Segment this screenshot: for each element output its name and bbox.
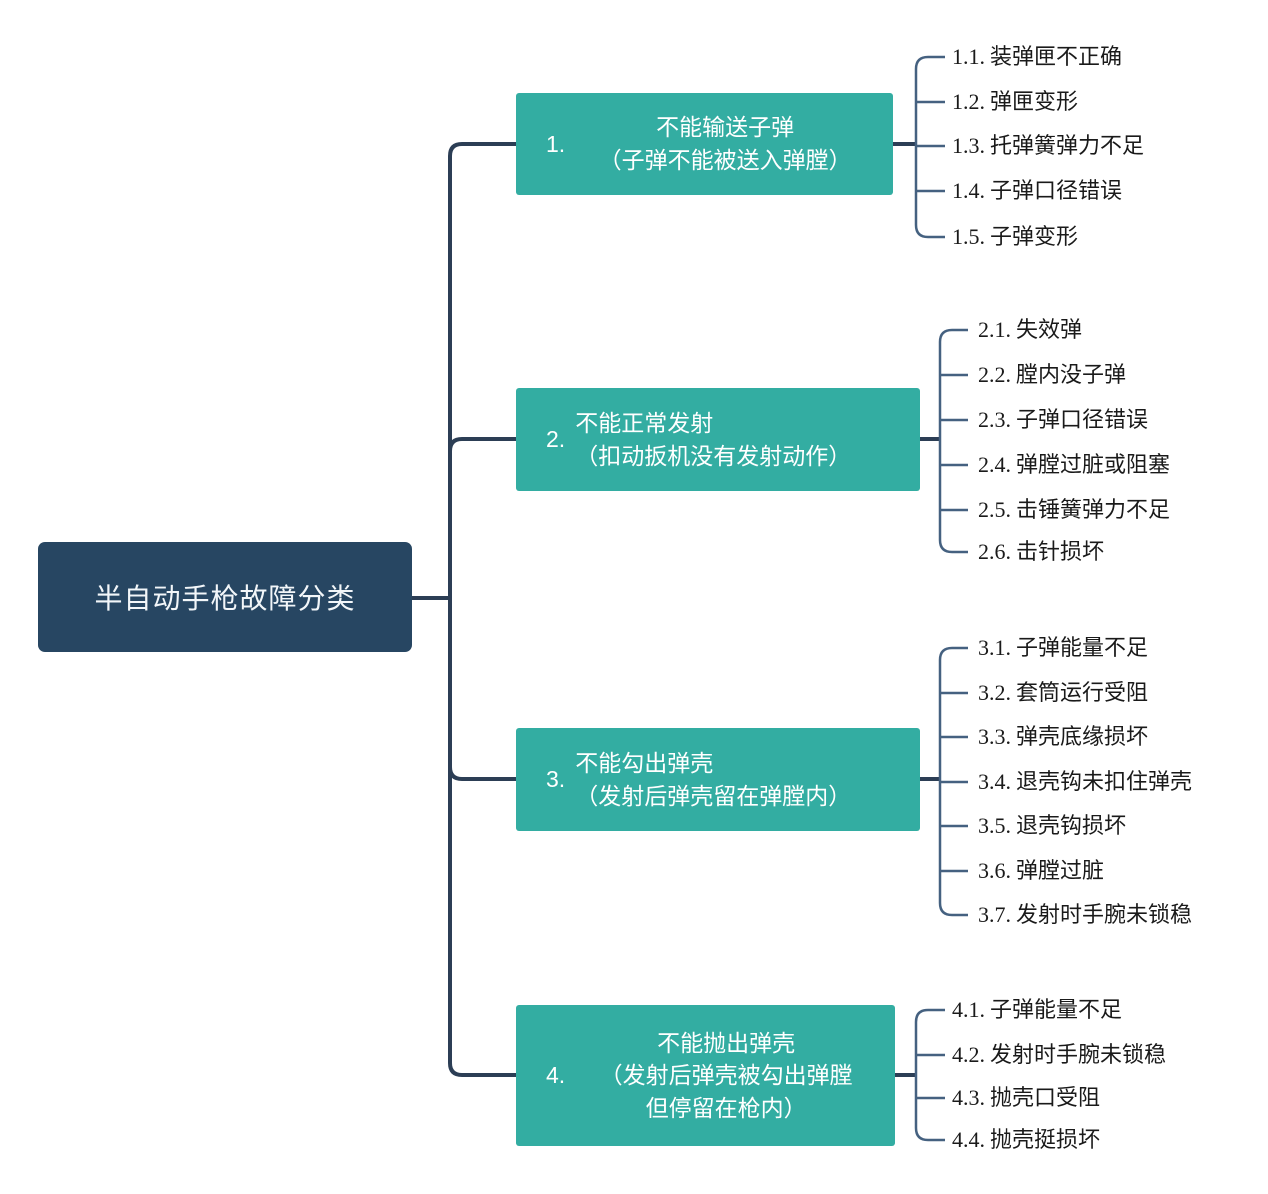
branch-3-title: 不能勾出弹壳 （发射后弹壳留在弹膛内）: [575, 749, 852, 809]
branch-1-title: 不能输送子弹 （子弹不能被送入弹膛）: [598, 114, 852, 173]
substubs-branch1: [916, 100, 945, 193]
branch-node-2[interactable]: 2. 不能正常发射 （扣动扳机没有发射动作）: [516, 388, 920, 491]
subtopic-2-4[interactable]: 2.4.弹膛过脏或阻塞: [978, 452, 1171, 477]
subtopic-2-5[interactable]: 2.5.击锤簧弹力不足: [978, 497, 1171, 522]
subtopic-2-6[interactable]: 2.6.击针损坏: [978, 539, 1105, 564]
root-node[interactable]: 半自动手枪故障分类: [38, 542, 412, 652]
substubs-branch2: [940, 373, 968, 512]
subspine-branch4: [914, 1008, 945, 1142]
subtopic-2-3[interactable]: 2.3.子弹口径错误: [978, 407, 1149, 432]
root-node-label: 半自动手枪故障分类: [94, 583, 356, 614]
subtopic-1-4[interactable]: 1.4.子弹口径错误: [952, 178, 1123, 203]
subtopic-4-3[interactable]: 4.3.抛壳口受阻: [952, 1085, 1101, 1110]
connector-branch3: [448, 766, 516, 781]
subtopic-3-6[interactable]: 3.6.弹膛过脏: [978, 858, 1105, 883]
branch-node-4[interactable]: 4. 不能抛出弹壳 （发射后弹壳被勾出弹膛 但停留在枪内）: [516, 1005, 895, 1146]
subtopic-2-1[interactable]: 2.1.失效弹: [978, 317, 1083, 342]
subtopic-1-2[interactable]: 1.2.弹匣变形: [952, 89, 1079, 114]
subtopic-3-7[interactable]: 3.7.发射时手腕未锁稳: [978, 902, 1193, 927]
subtopic-4-2[interactable]: 4.2.发射时手腕未锁稳: [952, 1042, 1167, 1067]
subtopic-4-4[interactable]: 4.4.抛壳挺损坏: [952, 1127, 1101, 1152]
substubs-branch3: [940, 691, 968, 873]
subspine-branch2: [938, 328, 968, 554]
subtopic-3-1[interactable]: 3.1.子弹能量不足: [978, 635, 1149, 660]
connector-main-spine: [448, 142, 516, 1077]
subtopic-3-4[interactable]: 3.4.退壳钩未扣住弹壳: [978, 769, 1193, 794]
subtopic-3-5[interactable]: 3.5.退壳钩损坏: [978, 813, 1127, 838]
branch-node-1[interactable]: 1. 不能输送子弹 （子弹不能被送入弹膛）: [516, 93, 893, 195]
branch-2-number: 2.: [546, 426, 566, 452]
branch-4-title: 不能抛出弹壳 （发射后弹壳被勾出弹膛 但停留在枪内）: [599, 1029, 853, 1121]
branch-3-number: 3.: [546, 766, 566, 792]
subtopic-4-1[interactable]: 4.1.子弹能量不足: [952, 997, 1123, 1022]
subtopic-1-3[interactable]: 1.3.托弹簧弹力不足: [952, 133, 1145, 158]
subtopic-2-2[interactable]: 2.2.膛内没子弹: [978, 362, 1127, 387]
subtopic-1-1[interactable]: 1.1.装弹匣不正确: [952, 44, 1123, 69]
branch-2-title: 不能正常发射 （扣动扳机没有发射动作）: [575, 409, 852, 469]
connector-branch2: [448, 437, 516, 452]
branch-1-number: 1.: [546, 130, 566, 157]
branch-node-3[interactable]: 3. 不能勾出弹壳 （发射后弹壳留在弹膛内）: [516, 728, 920, 831]
substubs-branch4: [916, 1053, 945, 1100]
subtopic-1-5[interactable]: 1.5.子弹变形: [952, 224, 1079, 249]
branch-4-number: 4.: [546, 1062, 566, 1088]
subtopic-3-2[interactable]: 3.2.套筒运行受阻: [978, 680, 1149, 705]
subtopic-3-3[interactable]: 3.3.弹壳底缘损坏: [978, 724, 1149, 749]
